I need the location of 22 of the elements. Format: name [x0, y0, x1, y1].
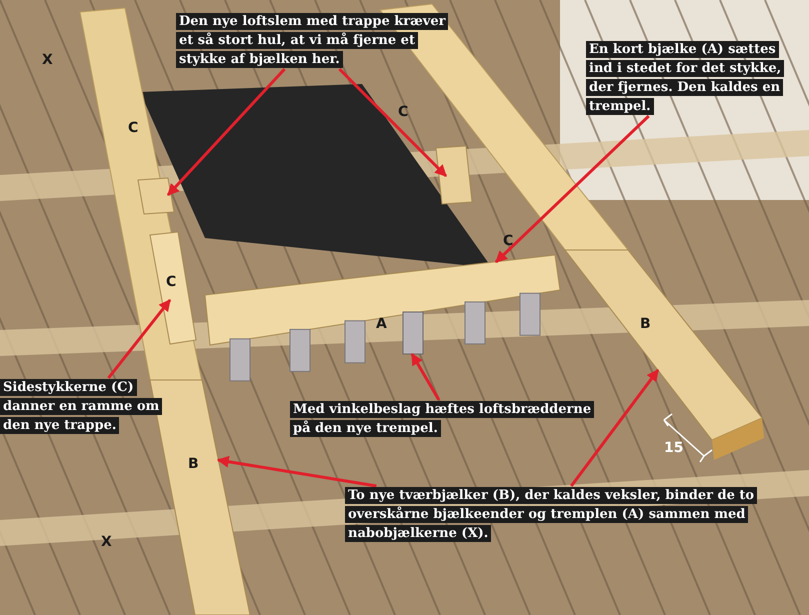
part-letter: C	[128, 120, 138, 136]
arrow	[107, 299, 172, 379]
wooden-beam	[149, 231, 197, 345]
part-letter: C	[166, 274, 176, 290]
wooden-beam	[435, 145, 473, 205]
arrow	[166, 68, 286, 196]
arrow	[338, 68, 448, 178]
part-letter: C	[398, 104, 408, 120]
part-letter: B	[188, 456, 199, 472]
part-letter: X	[42, 52, 53, 68]
part-letter: B	[640, 316, 651, 332]
arrow	[570, 369, 660, 487]
arrow	[410, 352, 440, 401]
wooden-beam	[137, 177, 175, 215]
arrow	[216, 456, 377, 488]
arrow	[494, 114, 650, 264]
angle-bracket	[402, 312, 424, 354]
part-letter: A	[376, 316, 387, 332]
part-letter: X	[101, 534, 112, 550]
wooden-beam	[204, 254, 561, 346]
dimension-value: 15	[664, 440, 684, 456]
part-letter: C	[503, 233, 514, 249]
